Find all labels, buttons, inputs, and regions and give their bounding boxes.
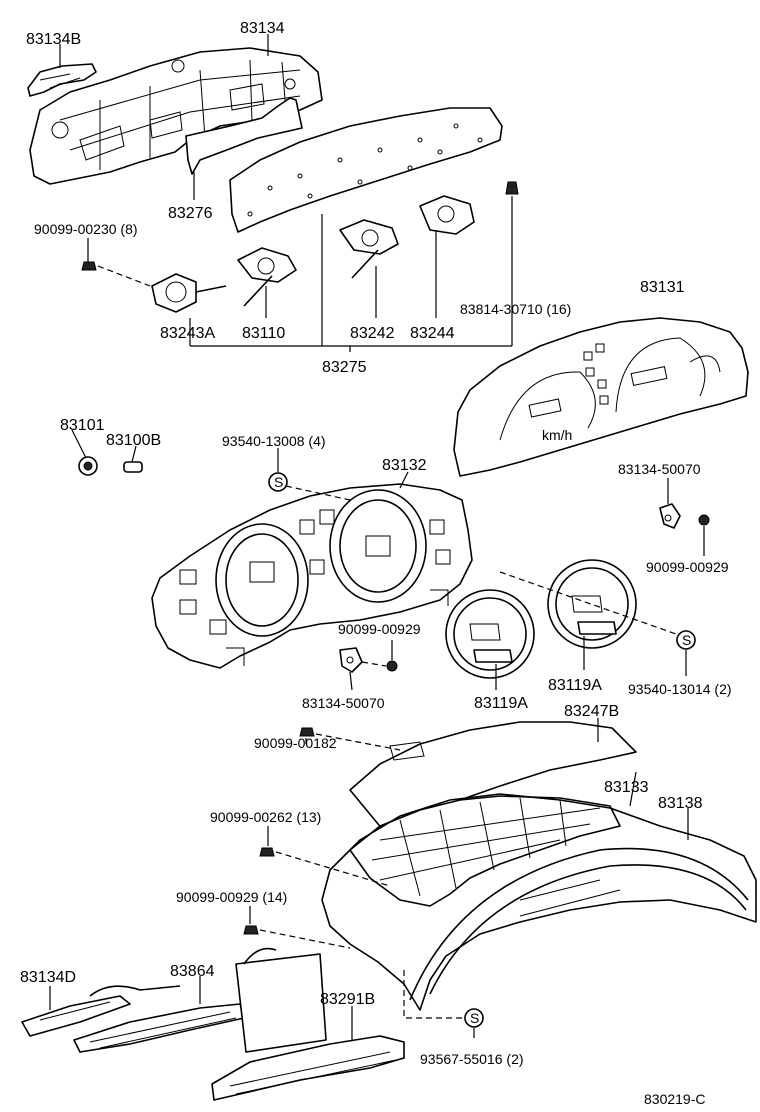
screw-90099-00929-right: [698, 514, 710, 556]
label-90099-00929-mid: 90099-00929: [338, 621, 421, 637]
gauge-movement-83243A: [151, 273, 227, 313]
s-marker-93540-13008: S: [268, 472, 351, 501]
dial-ring-83119A-left: [445, 589, 535, 679]
label-83244: 83244: [410, 325, 455, 342]
svg-text:S: S: [682, 632, 691, 648]
label-83134B: 83134B: [26, 31, 81, 48]
label-83134-50070-mid: 83134-50070: [302, 695, 385, 711]
label-83134D: 83134D: [20, 969, 76, 986]
label-83814-30710: 83814-30710 (16): [460, 301, 571, 317]
label-90099-00230: 90099-00230 (8): [34, 221, 138, 237]
label-83276: 83276: [168, 205, 213, 222]
clip-83134-50070-mid: [339, 647, 363, 673]
lens-strip-83291B: [211, 1035, 405, 1101]
screw-90099-00262: [259, 847, 391, 887]
label-83134: 83134: [240, 20, 285, 37]
leader-lines: [49, 34, 689, 1040]
label-90099-00929-right: 90099-00929: [646, 559, 729, 575]
label-90099-00262: 90099-00262 (13): [210, 809, 321, 825]
label-83291B: 83291B: [320, 991, 375, 1008]
label-83119A-right: 83119A: [548, 677, 602, 694]
housing-83132: [151, 483, 473, 669]
front-cover-83138: [321, 793, 757, 1011]
small-part-83101: [78, 456, 98, 476]
label-83133: 83133: [604, 779, 649, 796]
label-90099-00929-14: 90099-00929 (14): [176, 889, 287, 905]
tachometer-movement-83242: [339, 219, 399, 279]
label-83110: 83110: [242, 325, 285, 342]
s-marker-93540-13014: S: [676, 630, 696, 650]
circuit-plate-83276: [185, 97, 503, 233]
label-93540-13014: 93540-13014 (2): [628, 681, 732, 697]
figure-id: 830219-C: [644, 1091, 706, 1107]
film-83291B: [235, 947, 327, 1053]
label-83119A-left: 83119A: [474, 695, 528, 712]
dial-ring-83119A-right: [547, 559, 637, 649]
label-83100B: 83100B: [106, 432, 161, 449]
circuit-strip-83864: [73, 985, 245, 1053]
label-93540-13008: 93540-13008 (4): [222, 433, 326, 449]
dial-face-83131: km/h: [453, 317, 749, 477]
label-83864: 83864: [170, 963, 215, 980]
label-83242: 83242: [350, 325, 395, 342]
dash-line-dials: [499, 571, 677, 635]
gauge-movement-83244: [419, 195, 475, 235]
cover-frame-83133: [349, 795, 621, 907]
label-90099-00182: 90099-00182: [254, 735, 337, 751]
bracket-83134D: [21, 995, 131, 1037]
svg-text:S: S: [274, 474, 283, 490]
svg-text:S: S: [470, 1010, 479, 1026]
small-part-83100B: [123, 461, 143, 473]
clip-83134-50070-right: [659, 503, 681, 529]
label-83138: 83138: [658, 795, 703, 812]
screw-90099-00929-mid: [361, 660, 398, 672]
label-83275: 83275: [322, 359, 367, 376]
assembly-bracket-83275: [189, 196, 513, 352]
label-83243A: 83243A: [160, 325, 215, 342]
screw-90099-00929-14: [243, 925, 351, 949]
s-marker-93567: S: [403, 970, 484, 1028]
label-83134-50070-right: 83134-50070: [618, 461, 701, 477]
bulb-83814-30710: [505, 181, 519, 195]
bracket-83134B: [27, 63, 97, 97]
part-labels: 83134B 83134 83276 90099-00230 (8) 83243…: [20, 20, 732, 1107]
label-83131: 83131: [640, 279, 685, 296]
screw-90099-00182: [299, 727, 401, 751]
label-83247B: 83247B: [564, 703, 619, 720]
label-83132: 83132: [382, 457, 427, 474]
upper-case-83134: [29, 47, 323, 185]
dial-kmh-text: km/h: [542, 427, 572, 443]
speedometer-movement-83110: [237, 247, 297, 307]
label-93567-55016: 93567-55016 (2): [420, 1051, 524, 1067]
screw-90099-00230: [81, 261, 151, 287]
label-83101: 83101: [60, 417, 105, 434]
